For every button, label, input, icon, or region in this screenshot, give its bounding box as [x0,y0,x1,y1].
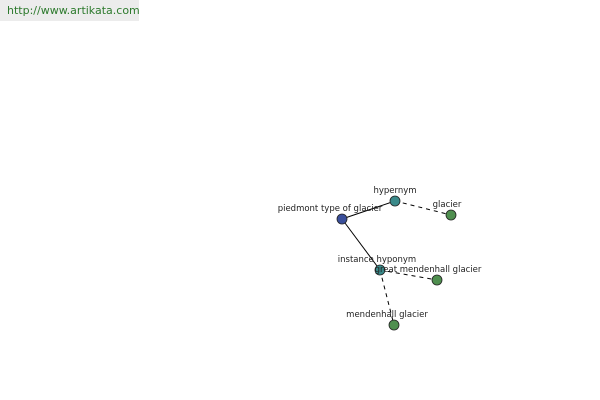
node-instance-hyponym[interactable] [374,264,386,276]
node-mendenhall[interactable] [388,319,400,331]
site-url[interactable]: http://www.artikata.com [7,4,140,17]
edge-hypernym-glacier [394,200,452,216]
edge-root-hypernym [341,200,396,220]
node-root[interactable] [336,213,348,225]
label-hypernym: hypernym [373,186,416,196]
node-hypernym[interactable] [389,195,401,207]
label-root: piedmont type of glacier [278,204,383,214]
node-glacier[interactable] [445,209,457,221]
edge-root-instance-hyponym [341,218,381,271]
label-instance-hyponym: instance hyponym [338,255,416,265]
label-glacier: glacier [433,200,462,210]
url-banner: http://www.artikata.com [0,0,140,21]
label-great-mendenhall: great mendenhall glacier [375,265,482,275]
edge-instance-great-mendenhall [379,269,438,281]
label-mendenhall: mendenhall glacier [346,310,428,320]
edge-instance-mendenhall [379,269,395,326]
node-great-mendenhall[interactable] [431,274,443,286]
